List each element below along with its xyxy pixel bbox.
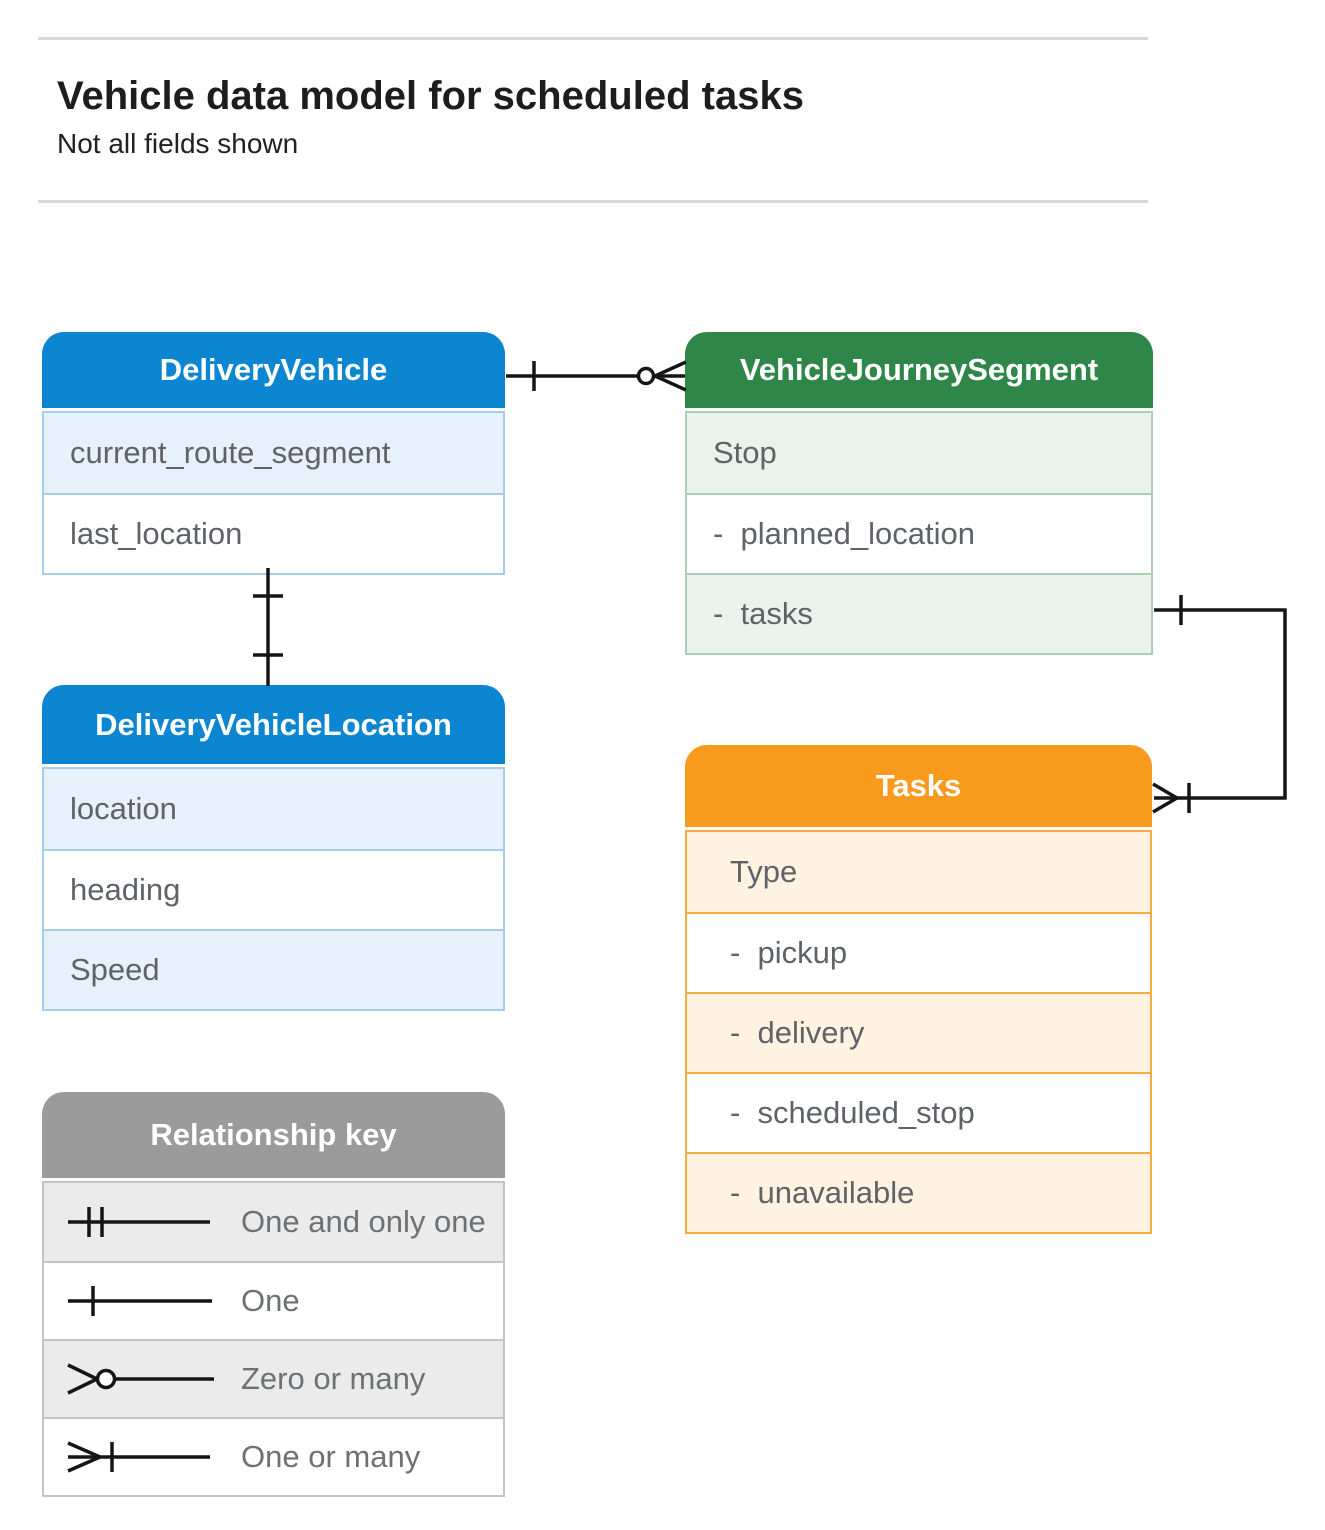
field-delivery: - delivery (687, 992, 1150, 1072)
legend-item-zero-or-many: Zero or many (44, 1339, 503, 1417)
legend-item-one: One (44, 1261, 503, 1339)
field-location: location (44, 769, 503, 849)
one-or-many-icon (67, 1441, 210, 1473)
legend-label: One (241, 1283, 300, 1318)
field-unavailable: - unavailable (687, 1152, 1150, 1232)
entity-tasks: Tasks Type - pickup - delivery - schedul… (685, 745, 1152, 1234)
relationship-key-title: Relationship key (42, 1092, 505, 1178)
entity-delivery-vehicle: DeliveryVehicle current_route_segment la… (42, 332, 505, 575)
connector-deliveryvehicle-deliveryvehiclelocation (253, 568, 283, 686)
relationship-key-items: One and only one One Zero or many One (42, 1181, 505, 1497)
field-tasks: - tasks (687, 573, 1151, 653)
field-heading: heading (44, 849, 503, 929)
field-current-route-segment: current_route_segment (44, 413, 503, 493)
top-divider (38, 37, 1148, 40)
field-pickup: - pickup (687, 912, 1150, 992)
entity-fields: current_route_segment last_location (42, 411, 505, 575)
field-stop: Stop (687, 413, 1151, 493)
field-scheduled-stop: - scheduled_stop (687, 1072, 1150, 1152)
one-icon (68, 1286, 212, 1316)
connector-deliveryvehicle-vehiclejourneysegment (506, 360, 687, 392)
legend-item-one-and-only-one: One and only one (44, 1183, 503, 1261)
legend-item-one-or-many: One or many (44, 1417, 503, 1495)
connector-vehiclejourneysegment-tasks (1152, 595, 1287, 814)
entity-delivery-vehicle-location: DeliveryVehicleLocation location heading… (42, 685, 505, 1011)
field-planned-location: - planned_location (687, 493, 1151, 573)
entity-fields: Type - pickup - delivery - scheduled_sto… (685, 830, 1152, 1234)
entity-fields: Stop - planned_location - tasks (685, 411, 1153, 655)
entity-title: Tasks (685, 745, 1152, 827)
page-title: Vehicle data model for scheduled tasks (57, 74, 804, 118)
relationship-key: Relationship key One and only one One Ze (42, 1092, 505, 1497)
zero-or-many-icon (67, 1363, 214, 1395)
one-and-only-one-icon (68, 1207, 210, 1237)
entity-vehicle-journey-segment: VehicleJourneySegment Stop - planned_loc… (685, 332, 1153, 655)
entity-title: VehicleJourneySegment (685, 332, 1153, 408)
entity-title: DeliveryVehicle (42, 332, 505, 408)
page-subtitle: Not all fields shown (57, 128, 299, 159)
field-speed: Speed (44, 929, 503, 1009)
legend-label: Zero or many (241, 1361, 426, 1396)
entity-title: DeliveryVehicleLocation (42, 685, 505, 764)
field-type: Type (687, 832, 1150, 912)
header-divider (38, 200, 1148, 203)
legend-label: One and only one (241, 1204, 486, 1239)
field-last-location: last_location (44, 493, 503, 573)
entity-fields: location heading Speed (42, 767, 505, 1011)
legend-label: One or many (241, 1439, 421, 1474)
